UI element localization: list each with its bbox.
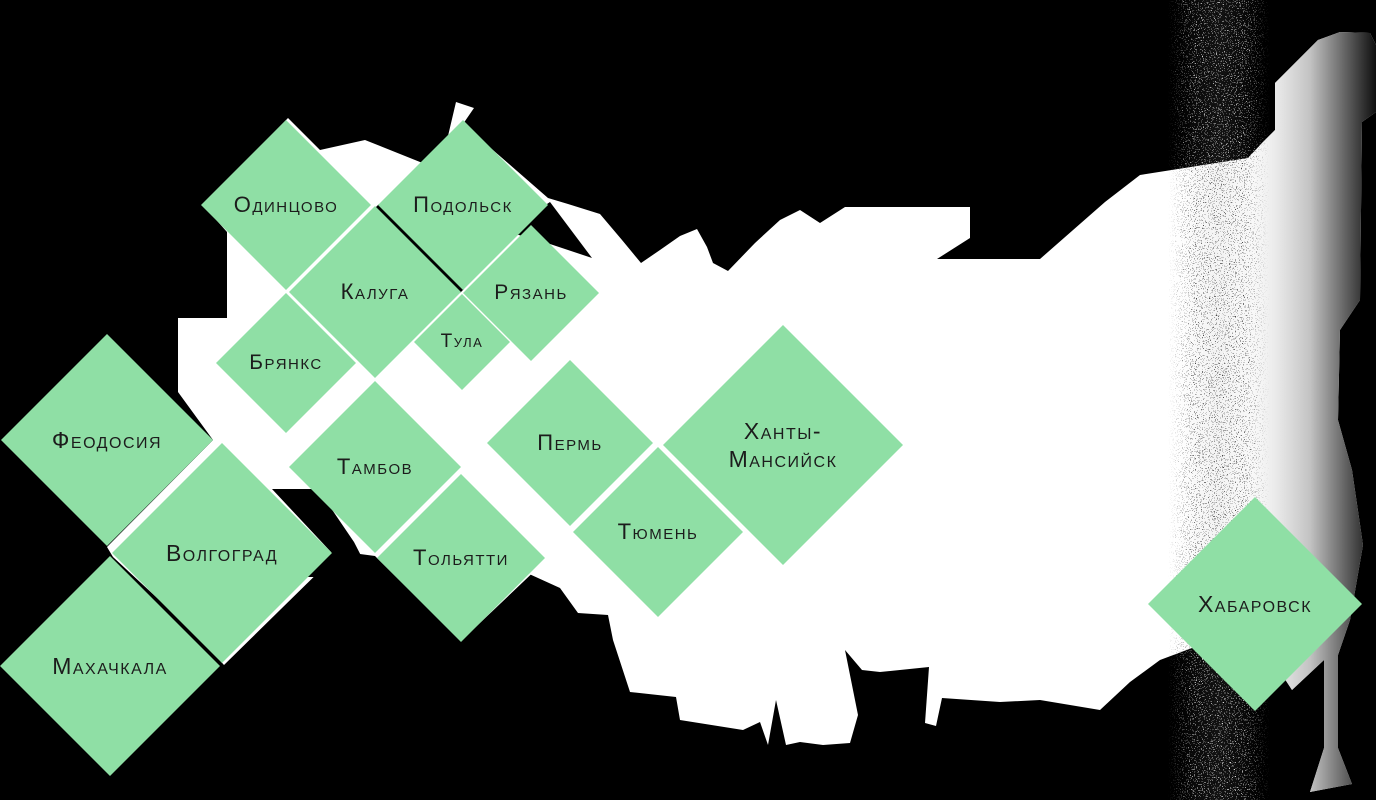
city-label: Брянкс <box>249 351 323 375</box>
city-label: Волгоград <box>165 539 279 566</box>
tile-khabarovsk[interactable]: Хабаровск <box>1148 497 1362 711</box>
city-label: Тула <box>440 331 484 353</box>
coast-bay-wedge <box>505 202 592 258</box>
city-label: Хабаровск <box>1197 590 1313 617</box>
tile-seam-line <box>375 204 464 293</box>
city-label: Тольятти <box>413 544 509 570</box>
city-label: Махачкала <box>52 652 168 679</box>
city-label: Одинцово <box>233 191 339 217</box>
city-label: Тюмень <box>617 518 699 544</box>
city-label: Подольск <box>413 191 513 217</box>
city-label: Пермь <box>537 429 603 455</box>
city-label: Феодосия <box>51 426 163 453</box>
city-label: Рязань <box>494 281 568 305</box>
city-label: Калуга <box>340 278 410 304</box>
inland-black-wedge <box>272 489 372 577</box>
city-label: Тамбов <box>336 453 414 479</box>
city-label: Ханты-Мансийск <box>728 417 838 472</box>
